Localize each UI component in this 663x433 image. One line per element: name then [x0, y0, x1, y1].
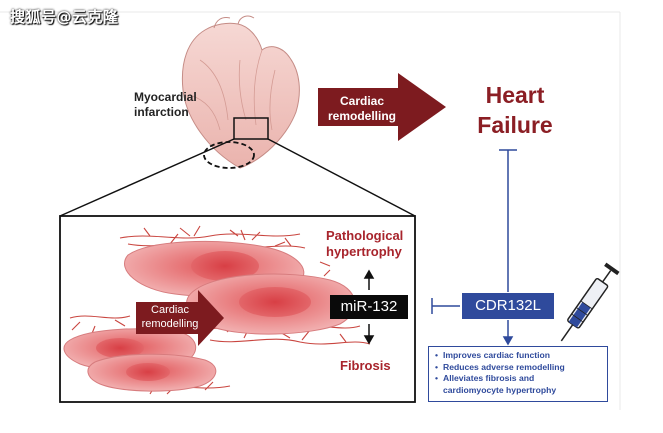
therapy-arrow [502, 320, 514, 346]
pathological-line2: hypertrophy [326, 244, 402, 259]
inset-arrow-label: Cardiac remodelling [138, 303, 202, 331]
zoom-line-right [267, 138, 416, 217]
pathological-hypertrophy-label: Pathological hypertrophy [326, 228, 426, 260]
heart-failure-line2: Failure [477, 112, 553, 138]
top-arrow-label-line2: remodelling [327, 109, 396, 123]
benefit-item: Reduces adverse remodelling [435, 362, 603, 374]
cardiomyocytes [63, 240, 356, 392]
benefit-item: Alleviates fibrosis and [435, 373, 603, 385]
heart-failure-line1: Heart [485, 82, 545, 108]
inhibition-line-hf [499, 149, 517, 292]
heart-failure-label: Heart Failure [460, 80, 570, 140]
zoom-line-left [59, 138, 235, 217]
zoom-box [233, 117, 269, 140]
inhibition-line-mir [431, 298, 460, 314]
inset-remodelling-arrow [136, 290, 224, 346]
myocardial-infarction-label: Myocardial infarction [134, 90, 197, 119]
cdr132l-box: CDR132L [462, 293, 554, 319]
benefit-item-continued: cardiomyocyte hypertrophy [443, 384, 557, 395]
top-arrow-label: Cardiac remodelling [322, 94, 402, 124]
mir-effect-arrows [363, 269, 375, 345]
inset-arrow-label-line1: Cardiac [151, 304, 189, 316]
benefits-box: Improves cardiac function Reduces advers… [428, 346, 608, 402]
watermark: 搜狐号@云克隆 [10, 8, 119, 26]
cardiac-remodelling-arrow [318, 73, 446, 141]
heart-icon [181, 15, 300, 169]
fibrosis-label: Fibrosis [340, 358, 391, 373]
benefit-item: Improves cardiac function [435, 350, 603, 362]
mir-132-box: miR-132 [330, 295, 408, 319]
pathological-line1: Pathological [326, 228, 404, 243]
syringe-icon [560, 262, 620, 342]
inset-arrow-label-line2: remodelling [141, 318, 199, 330]
top-arrow-label-line1: Cardiac [339, 94, 385, 108]
